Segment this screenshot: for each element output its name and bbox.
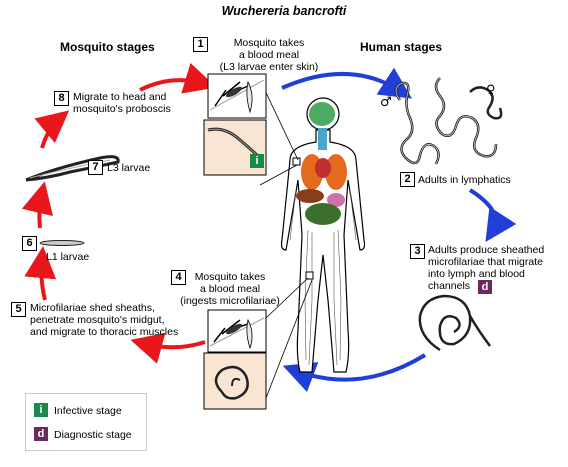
- step-1-text: Mosquito takes a blood meal (L3 larvae e…: [219, 37, 319, 73]
- step-6-number: 6: [22, 236, 37, 251]
- mosquito-panel-4: [207, 309, 267, 353]
- legend-infective-badge: i: [34, 403, 48, 417]
- step-7-number: 7: [88, 160, 103, 175]
- step-7-text: L3 larvae: [107, 162, 151, 174]
- step-2-text: Adults in lymphatics: [418, 174, 511, 186]
- lymphatic-lines: [289, 189, 357, 366]
- l3-larva: [25, 155, 120, 182]
- arrow-5-to-6: [24, 246, 57, 301]
- human-stages-header: Human stages: [360, 40, 443, 54]
- step-5-number: 5: [11, 302, 26, 317]
- step-1-number: 1: [193, 37, 208, 52]
- arrow-2-to-3: [468, 188, 517, 243]
- l1-larva: [39, 240, 85, 246]
- mosquito-panel-1: [207, 73, 267, 119]
- step-4-number: 4: [171, 270, 186, 285]
- step-2-number: 2: [400, 172, 415, 187]
- infective-badge: i: [250, 154, 264, 168]
- arrow-3-to-4: [282, 353, 427, 393]
- step-8-number: 8: [54, 91, 69, 106]
- step-6-text: L1 larvae: [46, 251, 90, 263]
- arrow-1-to-2: [281, 67, 413, 99]
- diagnostic-badge: d: [478, 280, 492, 294]
- mosquito-stages-header: Mosquito stages: [60, 40, 155, 54]
- legend-box: [25, 393, 147, 451]
- legend-diagnostic-label: Diagnostic stage: [54, 429, 132, 441]
- microfilaria-inset: [203, 352, 267, 410]
- human-organs: [296, 102, 347, 225]
- site-marker-upper: [292, 157, 301, 166]
- female-symbol: ♀: [486, 83, 496, 98]
- arrow-6-to-7: [21, 181, 53, 229]
- arrow-8-to-1: [139, 62, 217, 94]
- legend-diagnostic-badge: d: [34, 427, 48, 441]
- diagram-title: Wuchereria bancrofti: [221, 4, 347, 18]
- step-5-text: Microfilariae shed sheaths, penetrate mo…: [30, 302, 179, 338]
- step-8-text: Migrate to head and mosquito's proboscis: [73, 91, 171, 115]
- site-marker-lower: [305, 271, 314, 280]
- legend-infective-label: Infective stage: [54, 405, 122, 417]
- step-3-number: 3: [410, 244, 425, 259]
- step-4-text: Mosquito takes a blood meal (ingests mic…: [180, 271, 280, 307]
- step-3-text: Adults produce sheathed microfilariae th…: [428, 244, 545, 292]
- arrow-7-to-8: [34, 110, 70, 149]
- male-symbol: ♂: [380, 95, 392, 110]
- arrow-4-to-5: [130, 332, 206, 364]
- sheathed-microfilaria: [418, 294, 492, 352]
